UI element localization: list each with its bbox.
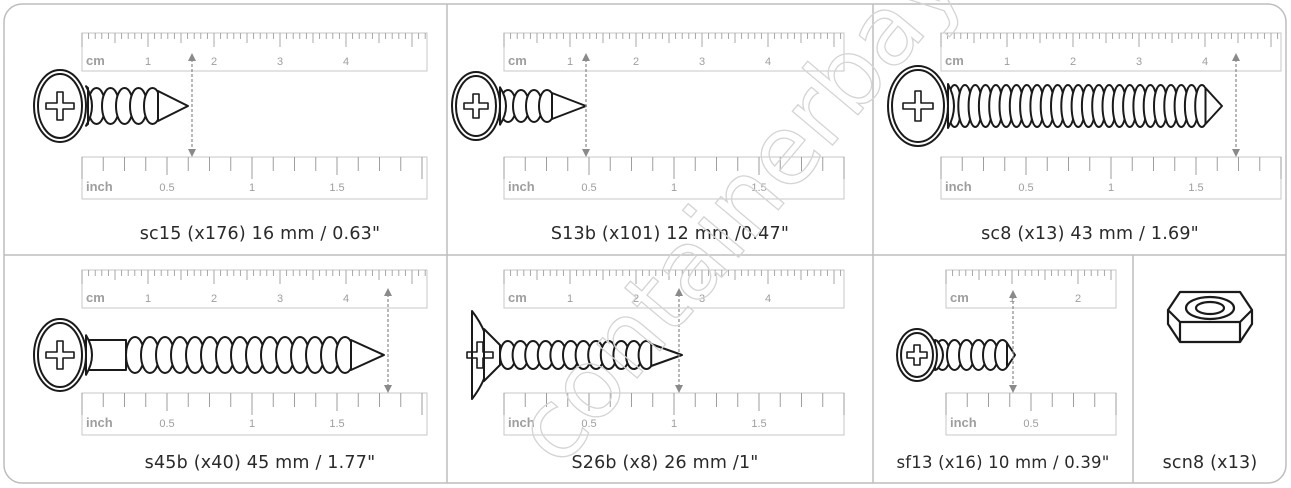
cm-unit-label: cm — [86, 53, 105, 68]
inch-tick-label: 1.5 — [751, 418, 766, 430]
inch-tick-label: 1.5 — [329, 418, 344, 430]
inch-ruler: inch 0.5 1 1.5 — [81, 156, 428, 200]
caption-scn8: scn8 (x13) — [1162, 453, 1258, 473]
cm-tick-label: 1 — [1009, 293, 1015, 305]
cm-tick-label: 2 — [1075, 293, 1081, 305]
inch-tick-label: 0.5 — [1023, 418, 1038, 430]
cm-tick-label: 1 — [145, 293, 151, 305]
length-marker — [582, 53, 590, 157]
inch-unit-label: inch — [86, 415, 113, 430]
length-marker — [675, 288, 683, 393]
cm-unit-label: cm — [945, 53, 964, 68]
caption-sf13: sf13 (x16) 10 mm / 0.39" — [896, 453, 1110, 472]
cm-tick-label: 2 — [633, 293, 639, 305]
screw — [896, 328, 1016, 382]
inch-tick-label: 0.5 — [159, 418, 174, 430]
cm-tick-label: 4 — [765, 293, 771, 305]
caption-s26b: S26b (x8) 26 mm /1" — [571, 453, 759, 473]
cm-ruler: cm 1 2 3 4 — [81, 269, 428, 309]
cm-unit-label: cm — [508, 53, 527, 68]
cm-tick-label: 1 — [1004, 56, 1010, 68]
cm-ruler: cm 1 2 3 4 — [940, 32, 1282, 72]
inch-tick-label: 1.5 — [751, 182, 766, 194]
caption-s13b: S13b (x101) 12 mm /0.47" — [550, 224, 790, 244]
inch-unit-label: inch — [508, 179, 535, 194]
screw — [33, 318, 385, 392]
cm-tick-label: 2 — [211, 56, 217, 68]
cm-ruler: cm 1 2 — [945, 269, 1117, 309]
cm-tick-label: 4 — [343, 293, 349, 305]
cm-unit-label: cm — [86, 290, 105, 305]
inch-tick-label: 0.5 — [1018, 182, 1033, 194]
inch-ruler: inch 0.5 1 1.5 — [503, 156, 845, 200]
length-marker — [188, 53, 196, 157]
cm-tick-label: 4 — [765, 56, 771, 68]
inch-tick-label: 0.5 — [581, 182, 596, 194]
length-marker — [384, 288, 392, 393]
screw — [33, 69, 189, 143]
inch-ruler: inch 0.5 — [945, 392, 1117, 436]
cm-tick-label: 2 — [1070, 56, 1076, 68]
caption-s45b: s45b (x40) 45 mm / 1.77" — [144, 453, 376, 473]
cm-tick-label: 2 — [633, 56, 639, 68]
inch-tick-label: 0.5 — [581, 418, 596, 430]
screw — [887, 65, 1223, 147]
cm-tick-label: 4 — [343, 56, 349, 68]
inch-unit-label: inch — [945, 179, 972, 194]
cm-ruler: cm 1 2 3 4 — [503, 32, 845, 72]
screw — [451, 71, 587, 141]
inch-tick-label: 1 — [249, 182, 255, 194]
cm-tick-label: 1 — [567, 56, 573, 68]
cm-unit-label: cm — [950, 290, 969, 305]
inch-tick-label: 1 — [249, 418, 255, 430]
inch-tick-label: 1 — [1108, 182, 1114, 194]
inch-tick-label: 1 — [671, 418, 677, 430]
screw — [466, 310, 683, 400]
inch-unit-label: inch — [950, 415, 977, 430]
cm-tick-label: 4 — [1202, 56, 1208, 68]
cm-tick-label: 3 — [699, 56, 705, 68]
inch-tick-label: 1.5 — [1188, 182, 1203, 194]
cm-tick-label: 3 — [699, 293, 705, 305]
cm-ruler: cm 1 2 3 4 — [503, 269, 845, 309]
cm-ruler: cm 1 2 3 4 — [81, 32, 428, 72]
inch-ruler: inch 0.5 1 1.5 — [503, 392, 845, 436]
inch-unit-label: inch — [508, 415, 535, 430]
length-marker — [1232, 53, 1240, 157]
caption-sc15: sc15 (x176) 16 mm / 0.63" — [139, 224, 381, 244]
cm-unit-label: cm — [508, 290, 527, 305]
cm-tick-label: 3 — [277, 293, 283, 305]
caption-sc8: sc8 (x13) 43 mm / 1.69" — [981, 224, 1199, 244]
cm-tick-label: 1 — [145, 56, 151, 68]
inch-tick-label: 1.5 — [329, 182, 344, 194]
inch-tick-label: 1 — [671, 182, 677, 194]
cm-tick-label: 2 — [211, 293, 217, 305]
inch-ruler: inch 0.5 1 1.5 — [81, 392, 428, 436]
cm-tick-label: 1 — [567, 293, 573, 305]
cm-tick-label: 3 — [1136, 56, 1142, 68]
inch-tick-label: 0.5 — [159, 182, 174, 194]
length-marker — [1009, 290, 1017, 393]
cm-tick-label: 3 — [277, 56, 283, 68]
inch-unit-label: inch — [86, 179, 113, 194]
inch-ruler: inch 0.5 1 1.5 — [940, 156, 1282, 200]
